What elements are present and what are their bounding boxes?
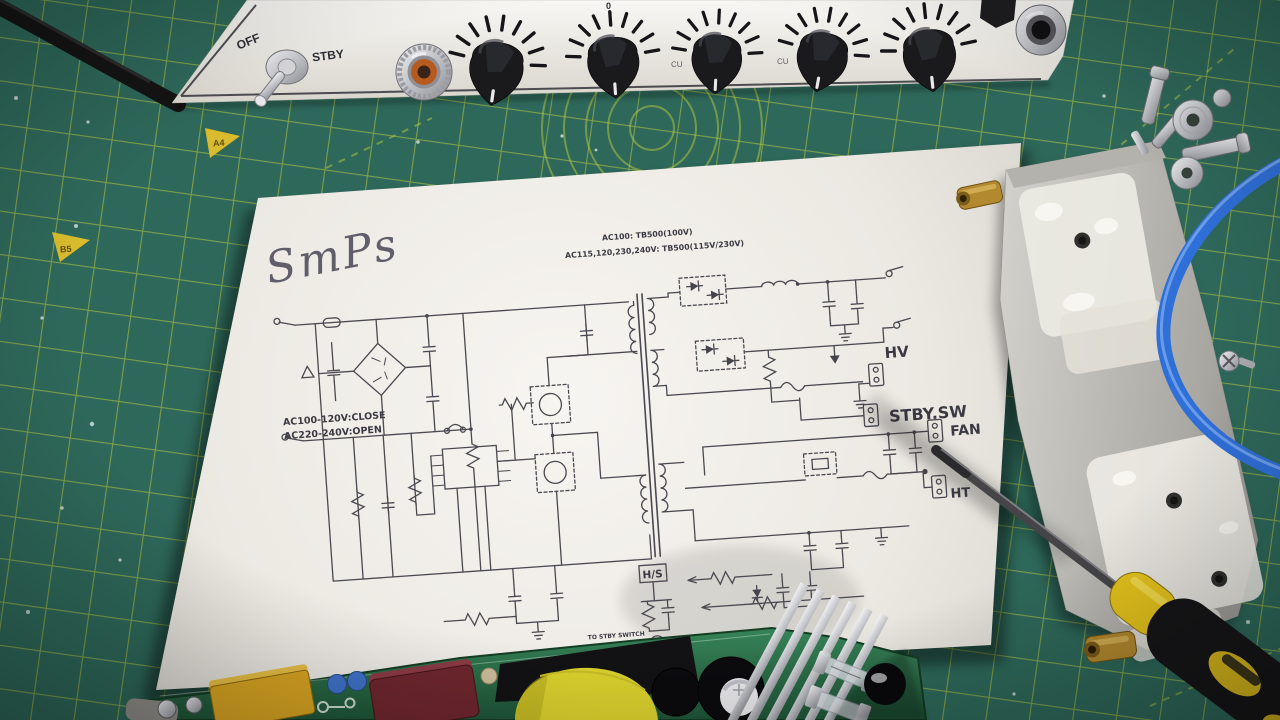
scene: A4 B5 OFF STBY xyxy=(0,0,1280,720)
vignette xyxy=(0,0,1280,720)
workbench-photo: A4 B5 OFF STBY xyxy=(0,0,1280,720)
